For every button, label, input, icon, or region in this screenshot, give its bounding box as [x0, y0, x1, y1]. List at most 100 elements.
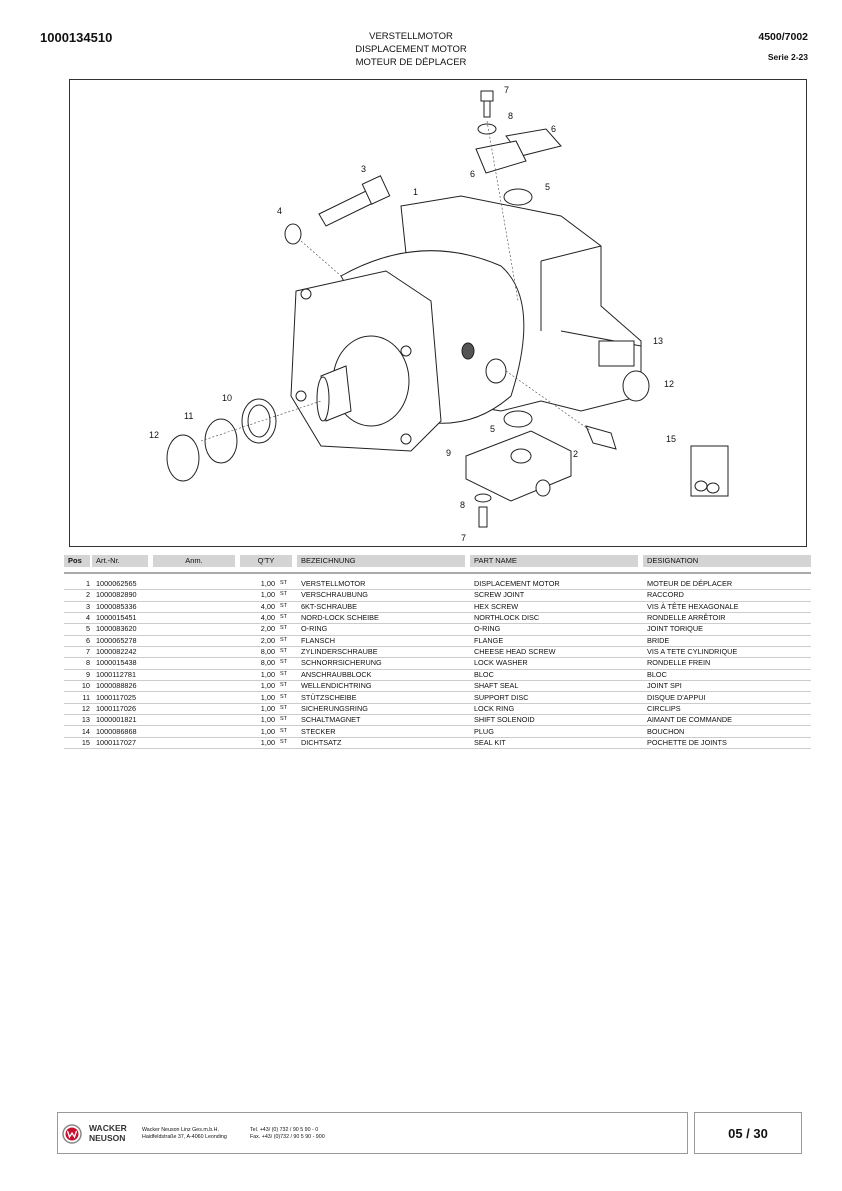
callout-11: 11 [184, 411, 193, 421]
cell-part: SUPPORT DISC [474, 692, 529, 702]
callout-7: 7 [504, 85, 509, 95]
cell-pos: 2 [85, 590, 90, 600]
cell-unit: ST [280, 636, 288, 643]
callout-13: 13 [653, 336, 663, 346]
cell-qty: 4,00 [260, 613, 275, 623]
callout-3: 3 [361, 164, 366, 174]
cell-des: BOUCHON [647, 726, 685, 736]
cell-part: LOCK WASHER [474, 658, 528, 668]
cell-des: JOINT TORIQUE [647, 624, 703, 634]
cell-qty: 1,00 [260, 703, 275, 713]
callout-5: 5 [545, 182, 550, 192]
cell-bez: WELLENDICHTRING [301, 681, 372, 691]
cell-part: SHIFT SOLENOID [474, 715, 535, 725]
col-header-des: DESIGNATION [643, 555, 811, 567]
cell-pos: 13 [81, 715, 90, 725]
cell-unit: ST [280, 580, 288, 586]
cell-part: LOCK RING [474, 703, 515, 713]
cell-pos: 4 [85, 613, 90, 623]
cell-art: 1000112781 [96, 669, 137, 679]
cell-pos: 9 [85, 669, 90, 679]
cell-qty: 1,00 [260, 681, 275, 691]
tel: Tel. +43/ (0) 732 / 90 5 90 - 0 [250, 1127, 319, 1133]
cell-pos: 15 [81, 737, 90, 747]
cell-bez: DICHTSATZ [301, 737, 342, 747]
cell-part: HEX SCREW [474, 601, 519, 611]
cell-art: 1000117025 [96, 692, 137, 702]
wacker-neuson-logo-icon [62, 1124, 82, 1144]
logo-line2: NEUSON [89, 1133, 126, 1143]
callout-12: 12 [664, 379, 674, 389]
callout-8: 8 [460, 500, 465, 510]
cell-qty: 1,00 [260, 590, 275, 600]
cell-unit: ST [280, 727, 288, 734]
cell-pos: 14 [81, 726, 90, 736]
cell-des: RONDELLE ARRÊTOIR [647, 613, 726, 623]
cell-des: POCHETTE DE JOINTS [647, 737, 727, 747]
cell-part: PLUG [474, 726, 494, 736]
title-de: VERSTELLMOTOR [369, 31, 453, 42]
callout-15: 15 [666, 434, 676, 444]
document-number: 1000134510 [40, 30, 113, 45]
callout-8: 8 [508, 111, 513, 121]
model-number: 4500/7002 [758, 31, 808, 43]
col-header-anm: Anm. [153, 555, 235, 567]
cell-bez: STECKER [301, 726, 336, 736]
address: Haidfeldstraße 37, A-4060 Leonding [142, 1134, 227, 1140]
cell-unit: ST [280, 738, 288, 745]
cell-bez: SCHNORRSICHERUNG [301, 658, 382, 668]
cell-des: JOINT SPI [647, 681, 682, 691]
callout-4: 4 [277, 206, 282, 216]
cell-des: DISQUE D'APPUI [647, 692, 706, 702]
cell-bez: SCHALTMAGNET [301, 715, 361, 725]
cell-part: SHAFT SEAL [474, 681, 519, 691]
cell-des: RACCORD [647, 590, 684, 600]
exploded-diagram: 7 8 6 6 5 3 1 4 13 12 10 11 12 15 5 9 2 … [149, 85, 729, 543]
contact: Tel. +43/ (0) 732 / 90 5 90 - 0 Fax. +43… [250, 1127, 325, 1141]
callout-1: 1 [413, 187, 418, 197]
cell-bez: ANSCHRAUBBLOCK [301, 669, 372, 679]
cell-part: DISPLACEMENT MOTOR [474, 579, 560, 588]
cell-pos: 10 [81, 681, 90, 691]
fax: Fax. +43/ (0)732 / 90 5 90 - 900 [250, 1134, 325, 1140]
cell-art: 1000015451 [96, 613, 137, 623]
cell-unit: ST [280, 591, 288, 598]
col-header-pos: Pos [64, 555, 90, 567]
cell-qty: 2,00 [260, 624, 275, 634]
page-number: 05 / 30 [694, 1112, 802, 1154]
cell-art: 1000062565 [96, 579, 137, 588]
cell-bez: NORD-LOCK SCHEIBE [301, 613, 379, 623]
cell-art: 1000082890 [96, 590, 137, 600]
cell-unit: ST [280, 670, 288, 677]
cell-art: 1000117026 [96, 703, 137, 713]
cell-des: AIMANT DE COMMANDE [647, 715, 733, 725]
cell-unit: ST [280, 625, 288, 632]
callout-2: 2 [573, 449, 578, 459]
cell-unit: ST [280, 716, 288, 723]
callout-6: 6 [551, 124, 556, 134]
logo-line1: WACKER [89, 1123, 127, 1133]
cell-unit: ST [280, 648, 288, 655]
cell-pos: 6 [85, 635, 90, 645]
cell-qty: 1,00 [260, 715, 275, 725]
header-divider [64, 572, 811, 574]
company-address: Wacker Neuson Linz Ges.m.b.H. Haidfeldst… [142, 1127, 227, 1141]
cell-bez: O-RING [301, 624, 328, 634]
cell-part: BLOC [474, 669, 494, 679]
cell-part: FLANGE [474, 635, 504, 645]
cell-des: MOTEUR DE DÉPLACER [647, 579, 733, 588]
callout-5: 5 [490, 424, 495, 434]
exploded-diagram-frame: 7 8 6 6 5 3 1 4 13 12 10 11 12 15 5 9 2 … [69, 79, 807, 547]
cell-art: 1000088826 [96, 681, 137, 691]
cell-pos: 11 [82, 692, 90, 702]
cell-unit: ST [280, 614, 288, 621]
cell-bez: STÜTZSCHEIBE [301, 692, 357, 702]
cell-bez: SICHERUNGSRING [301, 703, 368, 713]
cell-qty: 8,00 [260, 647, 275, 657]
